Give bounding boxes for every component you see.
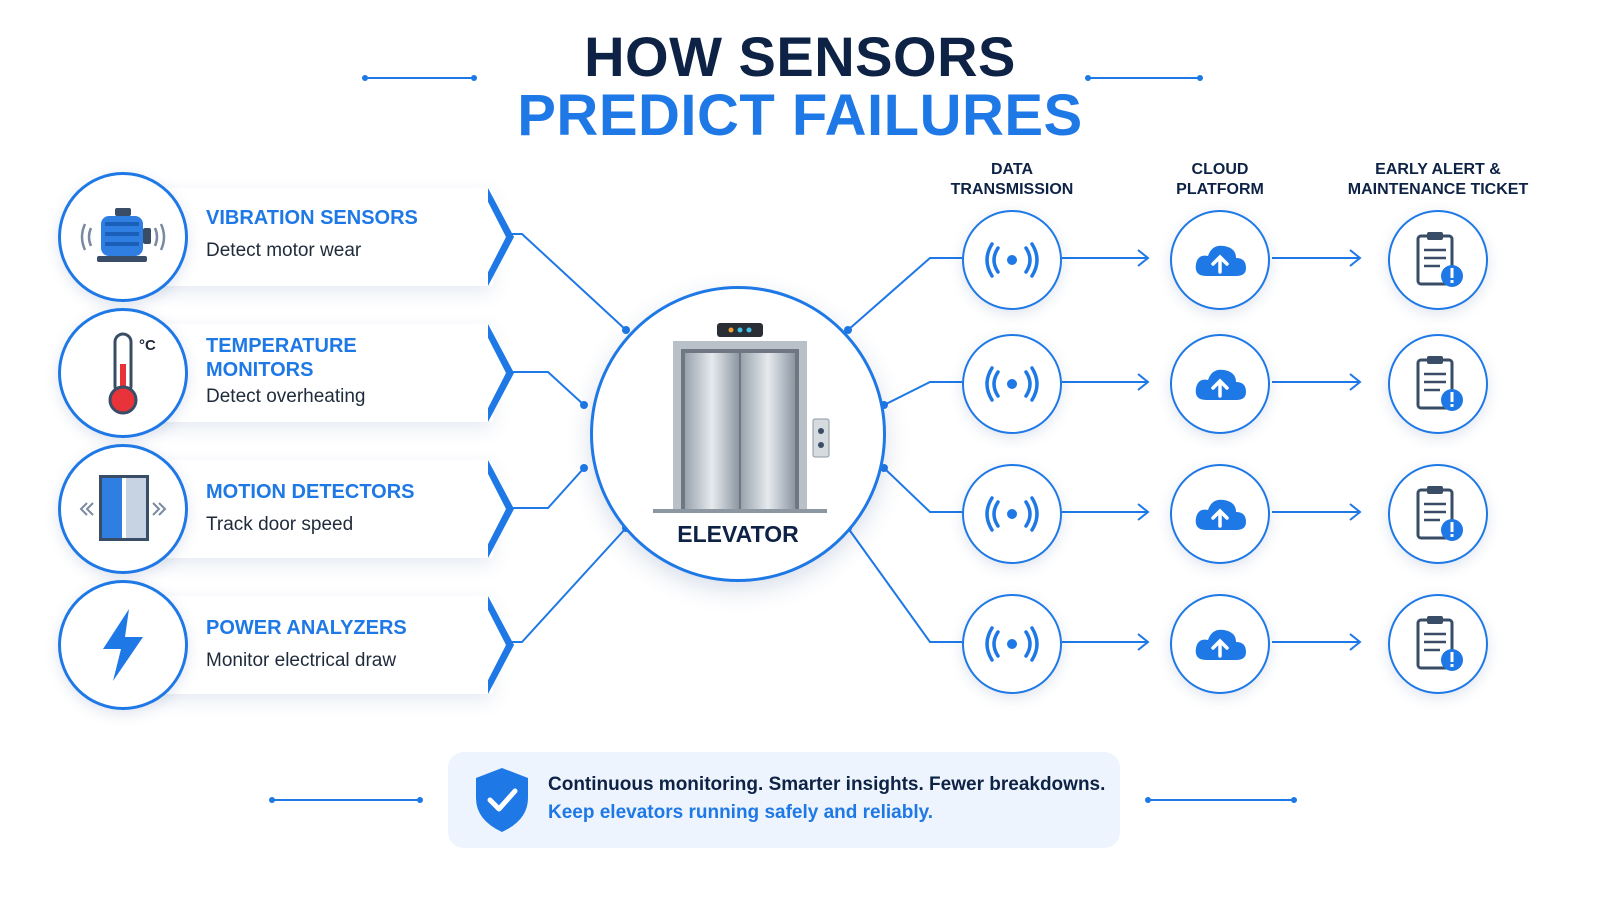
sensor-title: TEMPERATURE MONITORS xyxy=(206,335,357,381)
sensor-card-motion: MOTION DETECTORS Track door speed xyxy=(58,444,514,574)
sensor-title: POWER ANALYZERS xyxy=(206,617,407,639)
clipboard-alert-icon xyxy=(1388,334,1488,434)
cloud-upload-icon xyxy=(1170,464,1270,564)
column-header-alert: EARLY ALERT & MAINTENANCE TICKET xyxy=(1347,161,1529,198)
elevator-hub: ELEVATOR xyxy=(590,286,886,582)
broadcast-icon xyxy=(962,210,1062,310)
sensor-card-vibration: VIBRATION SENSORS Detect motor wear xyxy=(58,172,514,302)
sensor-title: MOTION DETECTORS xyxy=(206,481,415,503)
door-icon xyxy=(58,444,188,574)
shield-check-icon xyxy=(476,768,528,832)
footer-subtagline: Keep elevators running safely and reliab… xyxy=(548,802,934,823)
cloud-upload-icon xyxy=(1170,594,1270,694)
clipboard-alert-icon xyxy=(1388,594,1488,694)
broadcast-icon xyxy=(962,464,1062,564)
broadcast-icon xyxy=(962,334,1062,434)
sensor-desc: Detect overheating xyxy=(206,386,366,407)
cloud-upload-icon xyxy=(1170,210,1270,310)
footer-tagline: Continuous monitoring. Smarter insights.… xyxy=(548,774,1106,795)
sensor-title: VIBRATION SENSORS xyxy=(206,207,418,229)
clipboard-alert-icon xyxy=(1388,464,1488,564)
thermometer-icon: °C xyxy=(58,308,188,438)
sensor-card-temperature: °C TEMPERATURE MONITORS Detect overheati… xyxy=(58,308,514,438)
footer-banner: Continuous monitoring. Smarter insights.… xyxy=(448,752,1120,848)
motor-icon xyxy=(58,172,188,302)
sensor-desc: Track door speed xyxy=(206,514,354,535)
temperature-unit: °C xyxy=(139,337,156,354)
hub-label: ELEVATOR xyxy=(677,521,799,547)
column-header-cloud: CLOUD PLATFORM xyxy=(1176,161,1264,198)
page-subtitle: PREDICT FAILURES xyxy=(517,83,1083,148)
page-title: HOW SENSORS xyxy=(584,25,1016,88)
sensor-desc: Detect motor wear xyxy=(206,240,362,261)
broadcast-icon xyxy=(962,594,1062,694)
sensor-desc: Monitor electrical draw xyxy=(206,650,397,671)
elevator-icon xyxy=(653,323,830,513)
column-header-transmission: DATA TRANSMISSION xyxy=(950,161,1074,198)
sensor-card-power: POWER ANALYZERS Monitor electrical draw xyxy=(58,580,514,710)
clipboard-alert-icon xyxy=(1388,210,1488,310)
lightning-icon xyxy=(58,580,188,710)
cloud-upload-icon xyxy=(1170,334,1270,434)
